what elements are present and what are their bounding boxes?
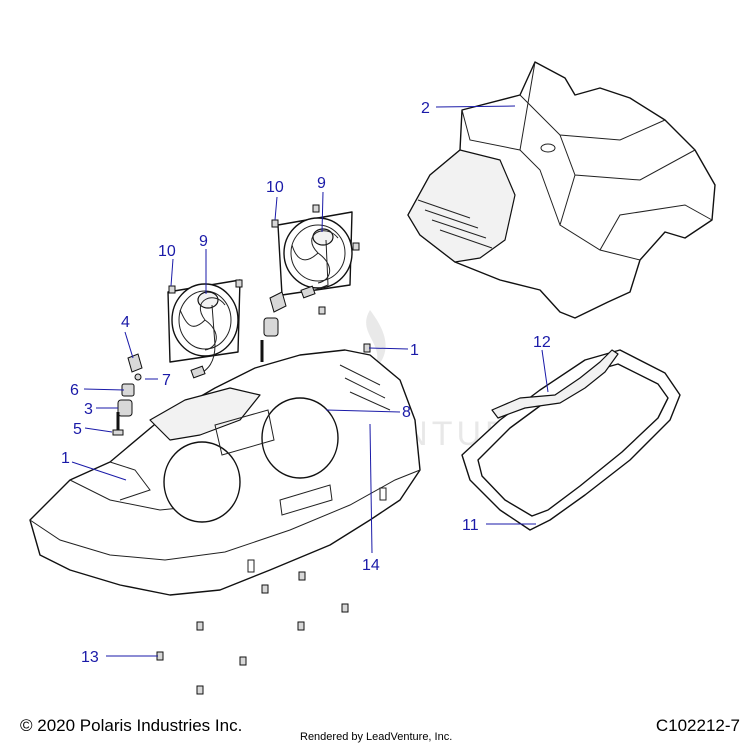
callout-2: 2 — [421, 100, 430, 117]
callout-9-left: 9 — [199, 233, 208, 250]
callout-11: 11 — [462, 517, 479, 534]
callout-10-left: 10 — [158, 243, 176, 260]
callout-1-upper: 1 — [410, 342, 419, 359]
callout-3: 3 — [84, 401, 93, 418]
cooling-fan-right — [277, 211, 353, 299]
storage-cover — [407, 61, 716, 319]
callout-labels: 2 10 9 10 9 4 1 12 6 7 3 8 5 1 11 14 13 — [61, 100, 551, 666]
callout-1-lower: 1 — [61, 450, 70, 467]
weatherstrip — [491, 349, 619, 419]
callout-9-right: 9 — [317, 175, 326, 192]
callout-6: 6 — [70, 382, 79, 399]
copyright-text: © 2020 Polaris Industries Inc. — [20, 716, 243, 735]
callout-13: 13 — [81, 649, 99, 666]
catalog-number: C102212-7 — [655, 716, 740, 735]
callout-7: 7 — [162, 372, 171, 389]
callout-4: 4 — [121, 314, 130, 331]
callout-14: 14 — [362, 557, 380, 574]
callout-5: 5 — [73, 421, 82, 438]
leader-lines — [71, 105, 549, 657]
front-panel — [29, 349, 421, 596]
callout-12: 12 — [533, 334, 551, 351]
cooling-fan-left — [167, 279, 241, 379]
callout-8: 8 — [402, 404, 411, 421]
seal-gasket — [461, 349, 681, 531]
callout-10-right: 10 — [266, 179, 284, 196]
rendered-by-text: Rendered by LeadVenture, Inc. — [300, 731, 453, 743]
